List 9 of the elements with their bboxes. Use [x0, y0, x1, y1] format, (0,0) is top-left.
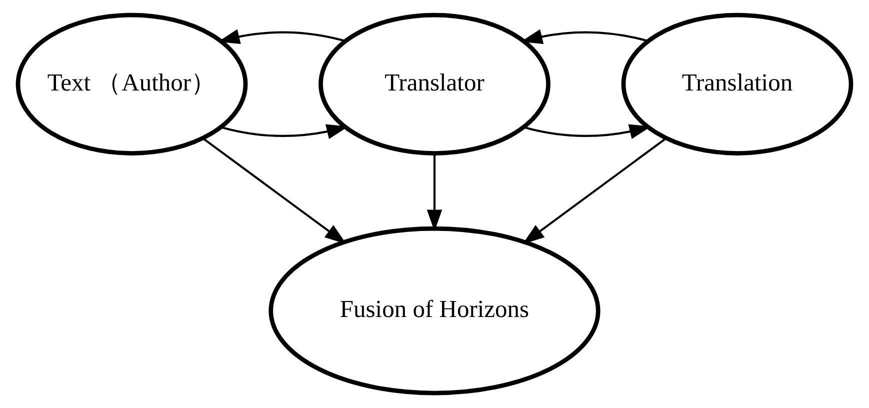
node-ellipse: Translation — [621, 12, 854, 156]
arrow — [522, 137, 667, 244]
arrow — [524, 124, 652, 139]
arrow — [218, 29, 346, 44]
node-ellipse: Translator — [318, 12, 550, 156]
arrow — [426, 153, 442, 232]
node-ellipse: Text （Author） — [16, 12, 248, 156]
arrow — [202, 137, 346, 244]
arrow — [520, 29, 648, 44]
